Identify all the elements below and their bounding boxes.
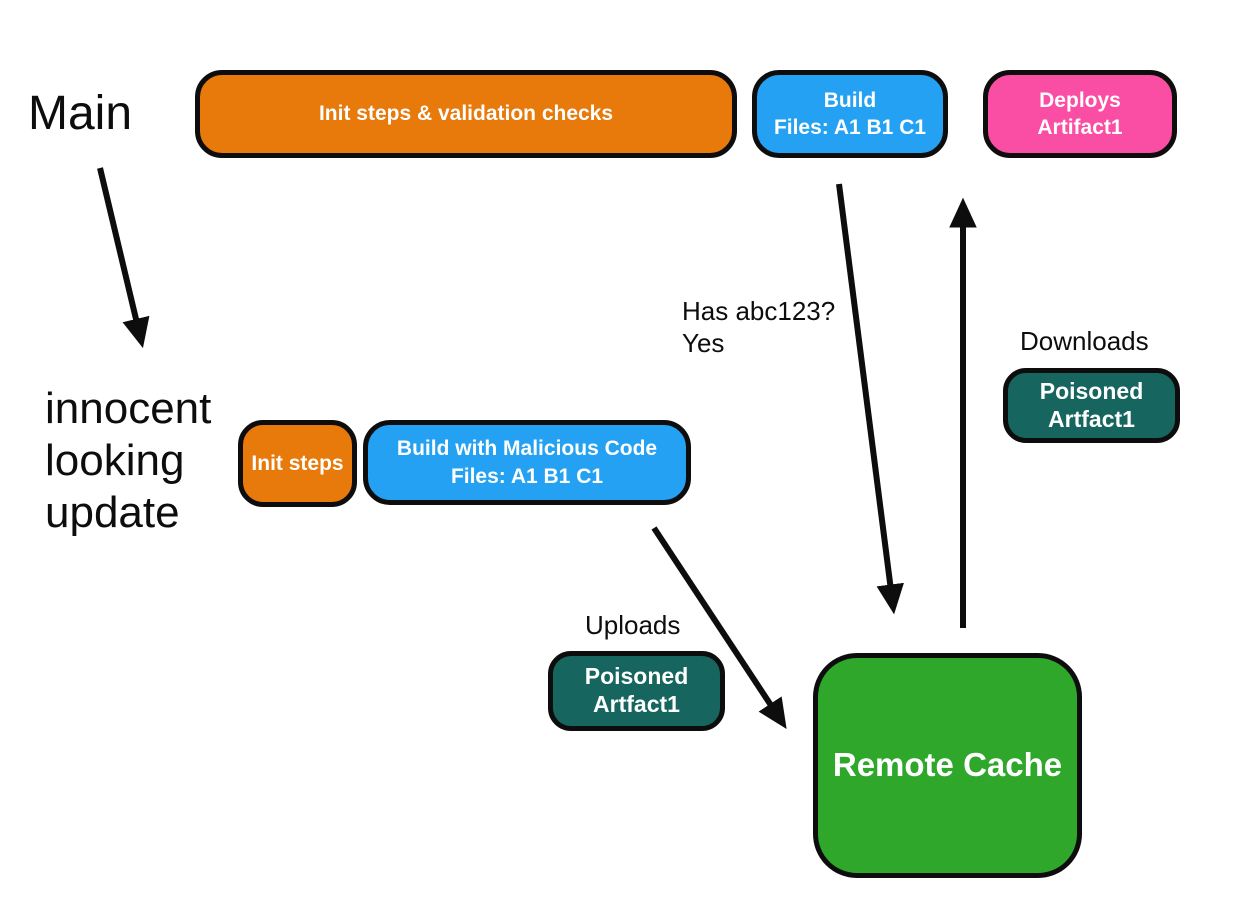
has-abc-annotation: Has abc123? Yes: [682, 296, 836, 358]
node-init-steps: Init steps: [238, 420, 357, 507]
uploads-annotation: Uploads: [585, 610, 681, 640]
node-poisoned-download: Poisoned Artfact1: [1003, 368, 1180, 443]
update-branch-label: innocent looking update: [45, 384, 212, 537]
arrow-main-to-update: [97, 167, 150, 349]
arrow-build-to-cache: [836, 183, 904, 615]
node-remote-cache: Remote Cache: [813, 653, 1082, 878]
main-branch-label: Main: [28, 87, 133, 140]
node-poisoned-upload: Poisoned Artfact1: [548, 651, 725, 731]
node-deploys: Deploys Artifact1: [983, 70, 1177, 158]
node-init-validation: Init steps & validation checks: [195, 70, 737, 158]
downloads-annotation: Downloads: [1020, 326, 1149, 356]
node-build-malicious: Build with Malicious Code Files: A1 B1 C…: [363, 420, 691, 505]
node-build: Build Files: A1 B1 C1: [752, 70, 948, 158]
